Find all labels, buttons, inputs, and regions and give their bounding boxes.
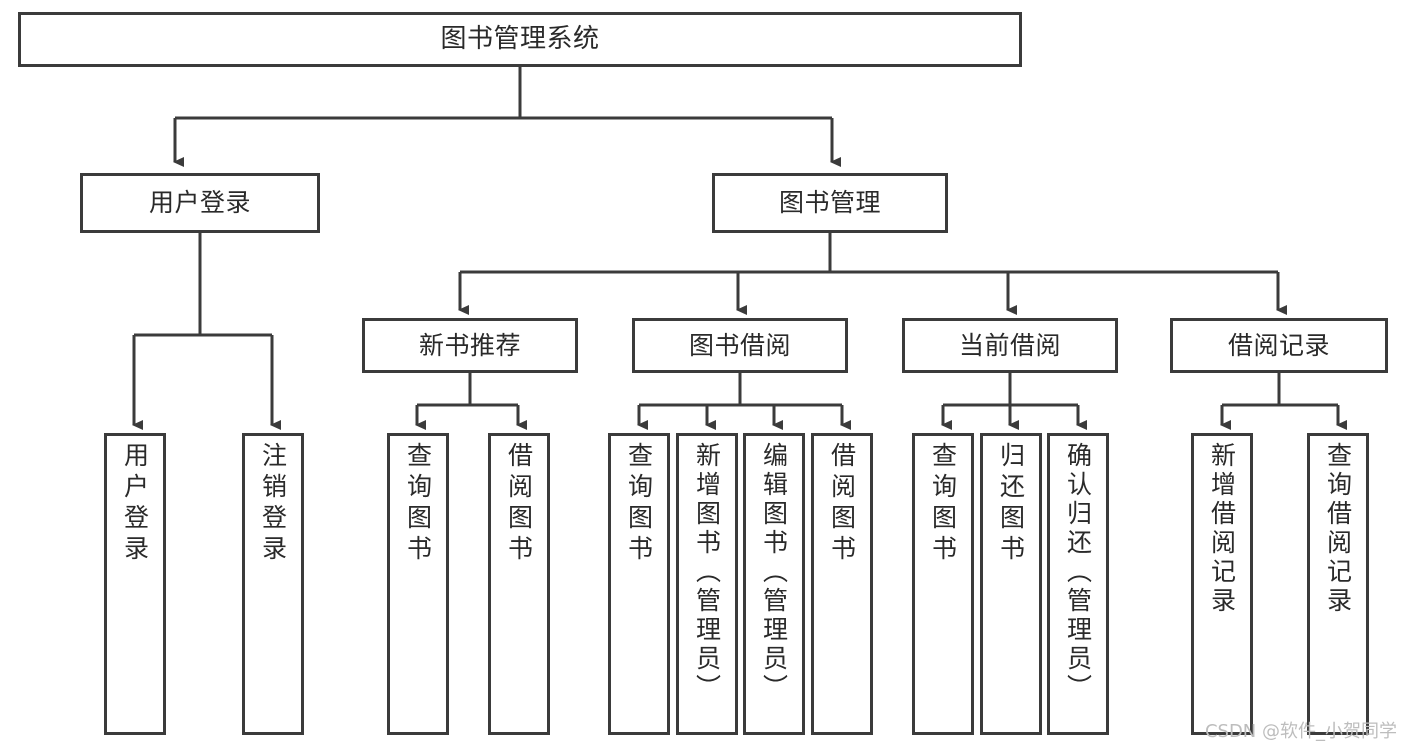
node-book-management[interactable]: 图书管理	[712, 173, 948, 233]
node-user-login[interactable]: 用户登录	[80, 173, 320, 233]
leaf-user-login[interactable]: 用户登录	[104, 433, 166, 735]
leaf-add-borrow-record[interactable]: 新增借阅记录	[1191, 433, 1253, 735]
leaf-query-books-recommend[interactable]: 查询图书	[387, 433, 449, 735]
node-label: 确认归还（管理员）	[1063, 442, 1093, 703]
node-root-book-management-system[interactable]: 图书管理系统	[18, 12, 1022, 67]
node-label: 借阅图书	[827, 442, 857, 566]
leaf-edit-book-admin[interactable]: 编辑图书（管理员）	[743, 433, 805, 735]
leaf-borrow-books-recommend[interactable]: 借阅图书	[488, 433, 550, 735]
node-label: 注销登录	[258, 442, 288, 566]
node-label: 用户登录	[148, 188, 251, 217]
node-label: 新书推荐	[418, 330, 521, 360]
node-label: 图书管理系统	[440, 23, 600, 54]
leaf-confirm-return-admin[interactable]: 确认归还（管理员）	[1047, 433, 1109, 735]
node-label: 新增借阅记录	[1207, 442, 1237, 616]
leaf-query-books-current[interactable]: 查询图书	[912, 433, 974, 735]
leaf-logout[interactable]: 注销登录	[242, 433, 304, 735]
node-borrow-records[interactable]: 借阅记录	[1170, 318, 1388, 373]
node-book-borrowing[interactable]: 图书借阅	[632, 318, 848, 373]
node-label: 编辑图书（管理员）	[759, 442, 789, 703]
node-new-book-recommendation[interactable]: 新书推荐	[362, 318, 578, 373]
node-label: 查询图书	[928, 442, 958, 566]
csdn-watermark: CSDN @软件_小贺同学	[1204, 721, 1397, 742]
leaf-query-books-borrow[interactable]: 查询图书	[608, 433, 670, 735]
leaf-query-borrow-record[interactable]: 查询借阅记录	[1307, 433, 1369, 735]
leaf-add-book-admin[interactable]: 新增图书（管理员）	[676, 433, 738, 735]
node-label: 查询图书	[624, 442, 654, 566]
node-label: 查询借阅记录	[1323, 442, 1353, 616]
node-label: 当前借阅	[958, 330, 1061, 360]
node-label: 归还图书	[996, 442, 1026, 566]
node-label: 图书借阅	[688, 330, 791, 360]
node-label: 新增图书（管理员）	[692, 442, 722, 703]
node-label: 查询图书	[403, 442, 433, 566]
node-current-borrowing[interactable]: 当前借阅	[902, 318, 1118, 373]
node-label: 图书管理	[778, 188, 881, 217]
node-label: 借阅图书	[504, 442, 534, 566]
node-label: 借阅记录	[1227, 330, 1330, 360]
node-label: 用户登录	[120, 442, 150, 566]
leaf-return-books[interactable]: 归还图书	[980, 433, 1042, 735]
leaf-borrow-books[interactable]: 借阅图书	[811, 433, 873, 735]
